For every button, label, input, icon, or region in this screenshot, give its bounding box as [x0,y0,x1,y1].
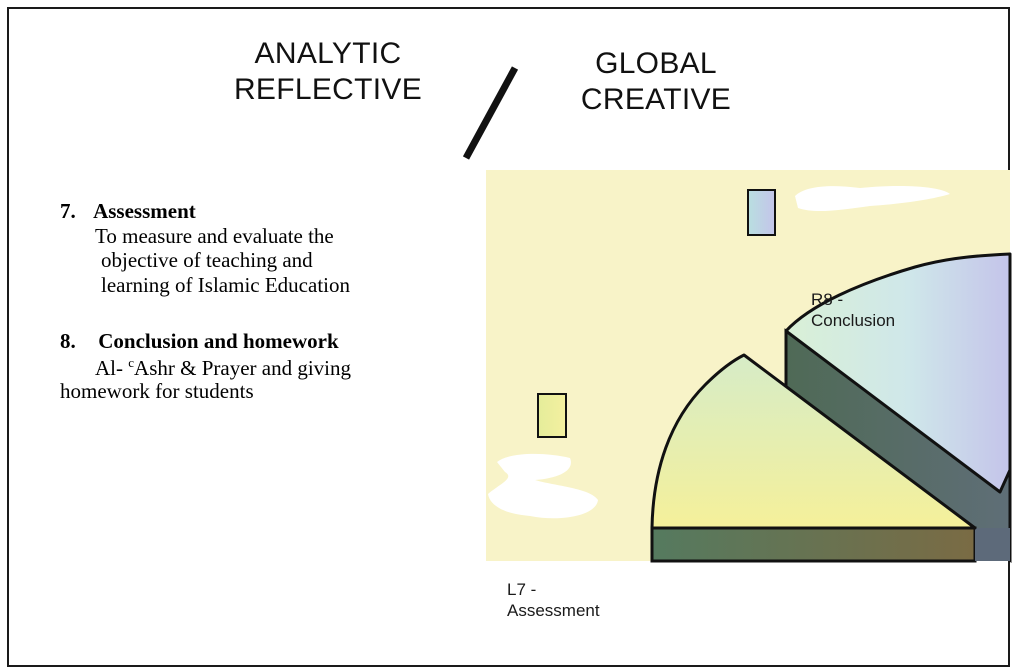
legend-box-l7 [537,393,567,438]
heading-creative: CREATIVE [580,83,732,116]
item-7-header: 7. Assessment [60,199,196,224]
white-smudge-left [488,453,598,519]
label-l7-line-2: Assessment [507,601,600,620]
label-r8-conclusion: R8 - Conclusion [811,289,895,331]
item-8-number: 8. [60,329,76,353]
heading-reflective: REFLECTIVE [233,73,423,106]
heading-analytic-reflective: ANALYTIC REFLECTIVE [228,36,428,108]
heading-analytic: ANALYTIC [254,37,402,70]
item-8-line-2: homework for students [60,379,254,403]
item-7-line-3: learning of Islamic Education [101,273,350,297]
item-7-title: Assessment [93,199,196,223]
r8-slice-side-bottom [975,528,1010,561]
item-8-title: Conclusion and homework [98,329,339,353]
item-7-number: 7. [60,199,76,223]
legend-box-r8 [747,189,776,236]
item-7-line-1: To measure and evaluate the [95,224,334,248]
l7-slice-side [650,526,977,563]
label-l7-line-1: L7 - [507,580,537,599]
label-r8-line-2: Conclusion [811,311,896,330]
item-8-line-1-rest: Ashr & Prayer and giving [134,356,351,380]
heading-global-creative: GLOBAL CREATIVE [556,46,756,118]
label-r8-line-1: R8 - [811,290,844,309]
heading-global: GLOBAL [595,47,717,80]
item-8-line-1: Al- cAshr & Prayer and giving [95,355,351,381]
r8-slice-face [784,252,1012,494]
item-7-line-2: objective of teaching and [101,248,313,272]
slash-line [462,66,519,160]
item-8-line-1-sup: c [128,355,135,370]
item-8-header: 8. Conclusion and homework [60,329,339,354]
white-smudge-top [795,186,950,212]
item-8-line-1-prefix: Al- [95,356,129,380]
l7-slice-face [650,353,977,530]
label-l7-assessment: L7 - Assessment [507,579,600,621]
